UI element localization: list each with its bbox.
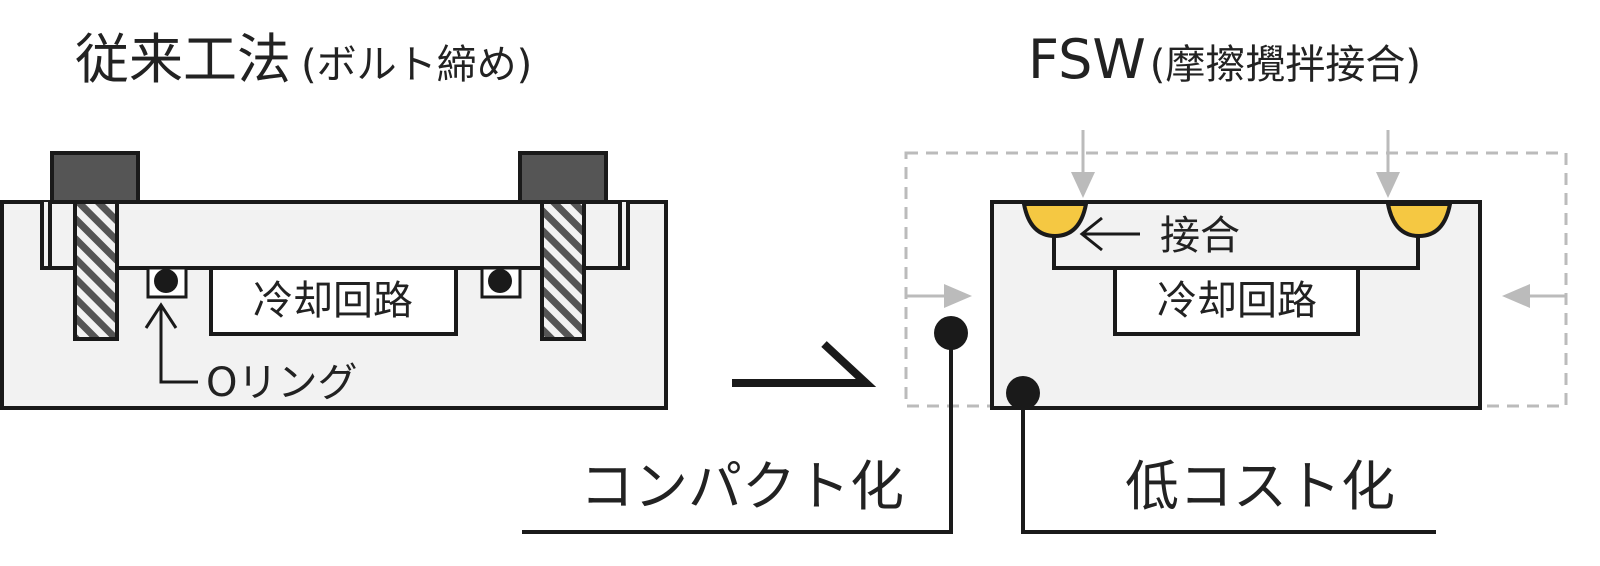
- callout-low-cost: 低コスト化: [1006, 376, 1436, 534]
- callout-line-low-cost: [1021, 393, 1436, 534]
- oring-label: Oリング: [206, 360, 357, 406]
- callout-label-compact: コンパクト化: [580, 455, 904, 518]
- oring-right: [488, 269, 512, 293]
- callout-compact: コンパクト化: [522, 316, 968, 534]
- weld-right: [1385, 202, 1453, 239]
- bolt-shaft-right: [540, 200, 586, 341]
- oring-arrowhead: [144, 302, 178, 329]
- joint-label: 接合: [1160, 213, 1240, 259]
- oring-leader: [159, 305, 198, 384]
- oring-left: [154, 269, 178, 293]
- joint-arrow-icon: [1079, 216, 1140, 252]
- cooling-channel-right: [1113, 266, 1360, 336]
- bolt-head-right: [518, 151, 608, 204]
- cooling-label-right: 冷却回路: [1157, 278, 1317, 324]
- cooling-label-left: 冷却回路: [253, 278, 413, 324]
- lid-plate: [48, 200, 622, 270]
- transition-arrow: [732, 341, 877, 387]
- callout-line-compact: [522, 333, 953, 534]
- bolt-head-left: [50, 151, 140, 204]
- right-arrow-icon: [732, 341, 877, 387]
- bolt-shaft-left: [73, 200, 119, 341]
- compression-arrows: [906, 130, 1566, 308]
- weld-left: [1021, 202, 1089, 239]
- callout-label-low-cost: 低コスト化: [1125, 455, 1395, 518]
- right-title: FSW(摩擦攪拌接合): [1028, 28, 1421, 91]
- left-title: 従来工法(ボルト締め): [75, 28, 532, 91]
- left-panel: 従来工法(ボルト締め) 冷却回路 Oリング: [0, 28, 668, 410]
- right-panel: FSW(摩擦攪拌接合) 接合 冷却回路: [904, 28, 1568, 410]
- cooling-channel-left: [209, 266, 458, 336]
